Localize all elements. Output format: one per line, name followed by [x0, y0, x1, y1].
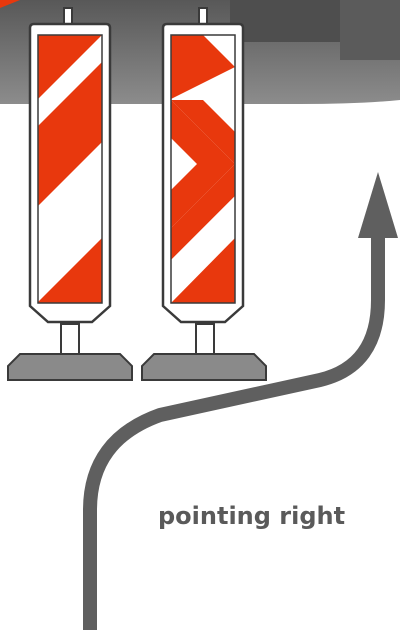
curved-arrow-icon	[83, 172, 398, 630]
caption-text: pointing right	[158, 502, 346, 530]
warning-beacon-right-icon	[141, 7, 267, 381]
warning-beacon-left-icon	[7, 7, 133, 381]
